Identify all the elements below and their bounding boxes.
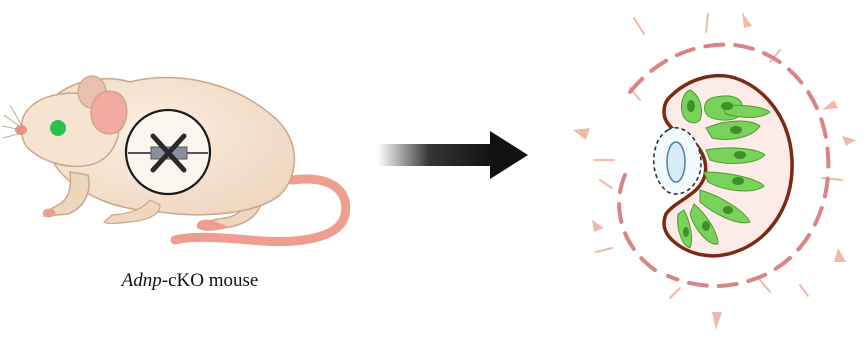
lens-core [667, 142, 685, 182]
mouse-caption: Adnp-cKO mouse [60, 270, 320, 292]
gene-knockout-badge [126, 110, 210, 194]
mouse-ear-front [91, 91, 127, 134]
optic-cup-illustration [573, 12, 856, 330]
mouse-eye-green [50, 120, 66, 136]
right-arrow [378, 131, 528, 179]
mouse-front-paw [43, 209, 56, 218]
caption-suffix: -cKO mouse [162, 270, 259, 291]
mouse-illustration [2, 76, 346, 242]
gene-name: Adnp [122, 270, 162, 291]
arrow-shaft [378, 144, 493, 166]
arrow-head [490, 131, 528, 179]
